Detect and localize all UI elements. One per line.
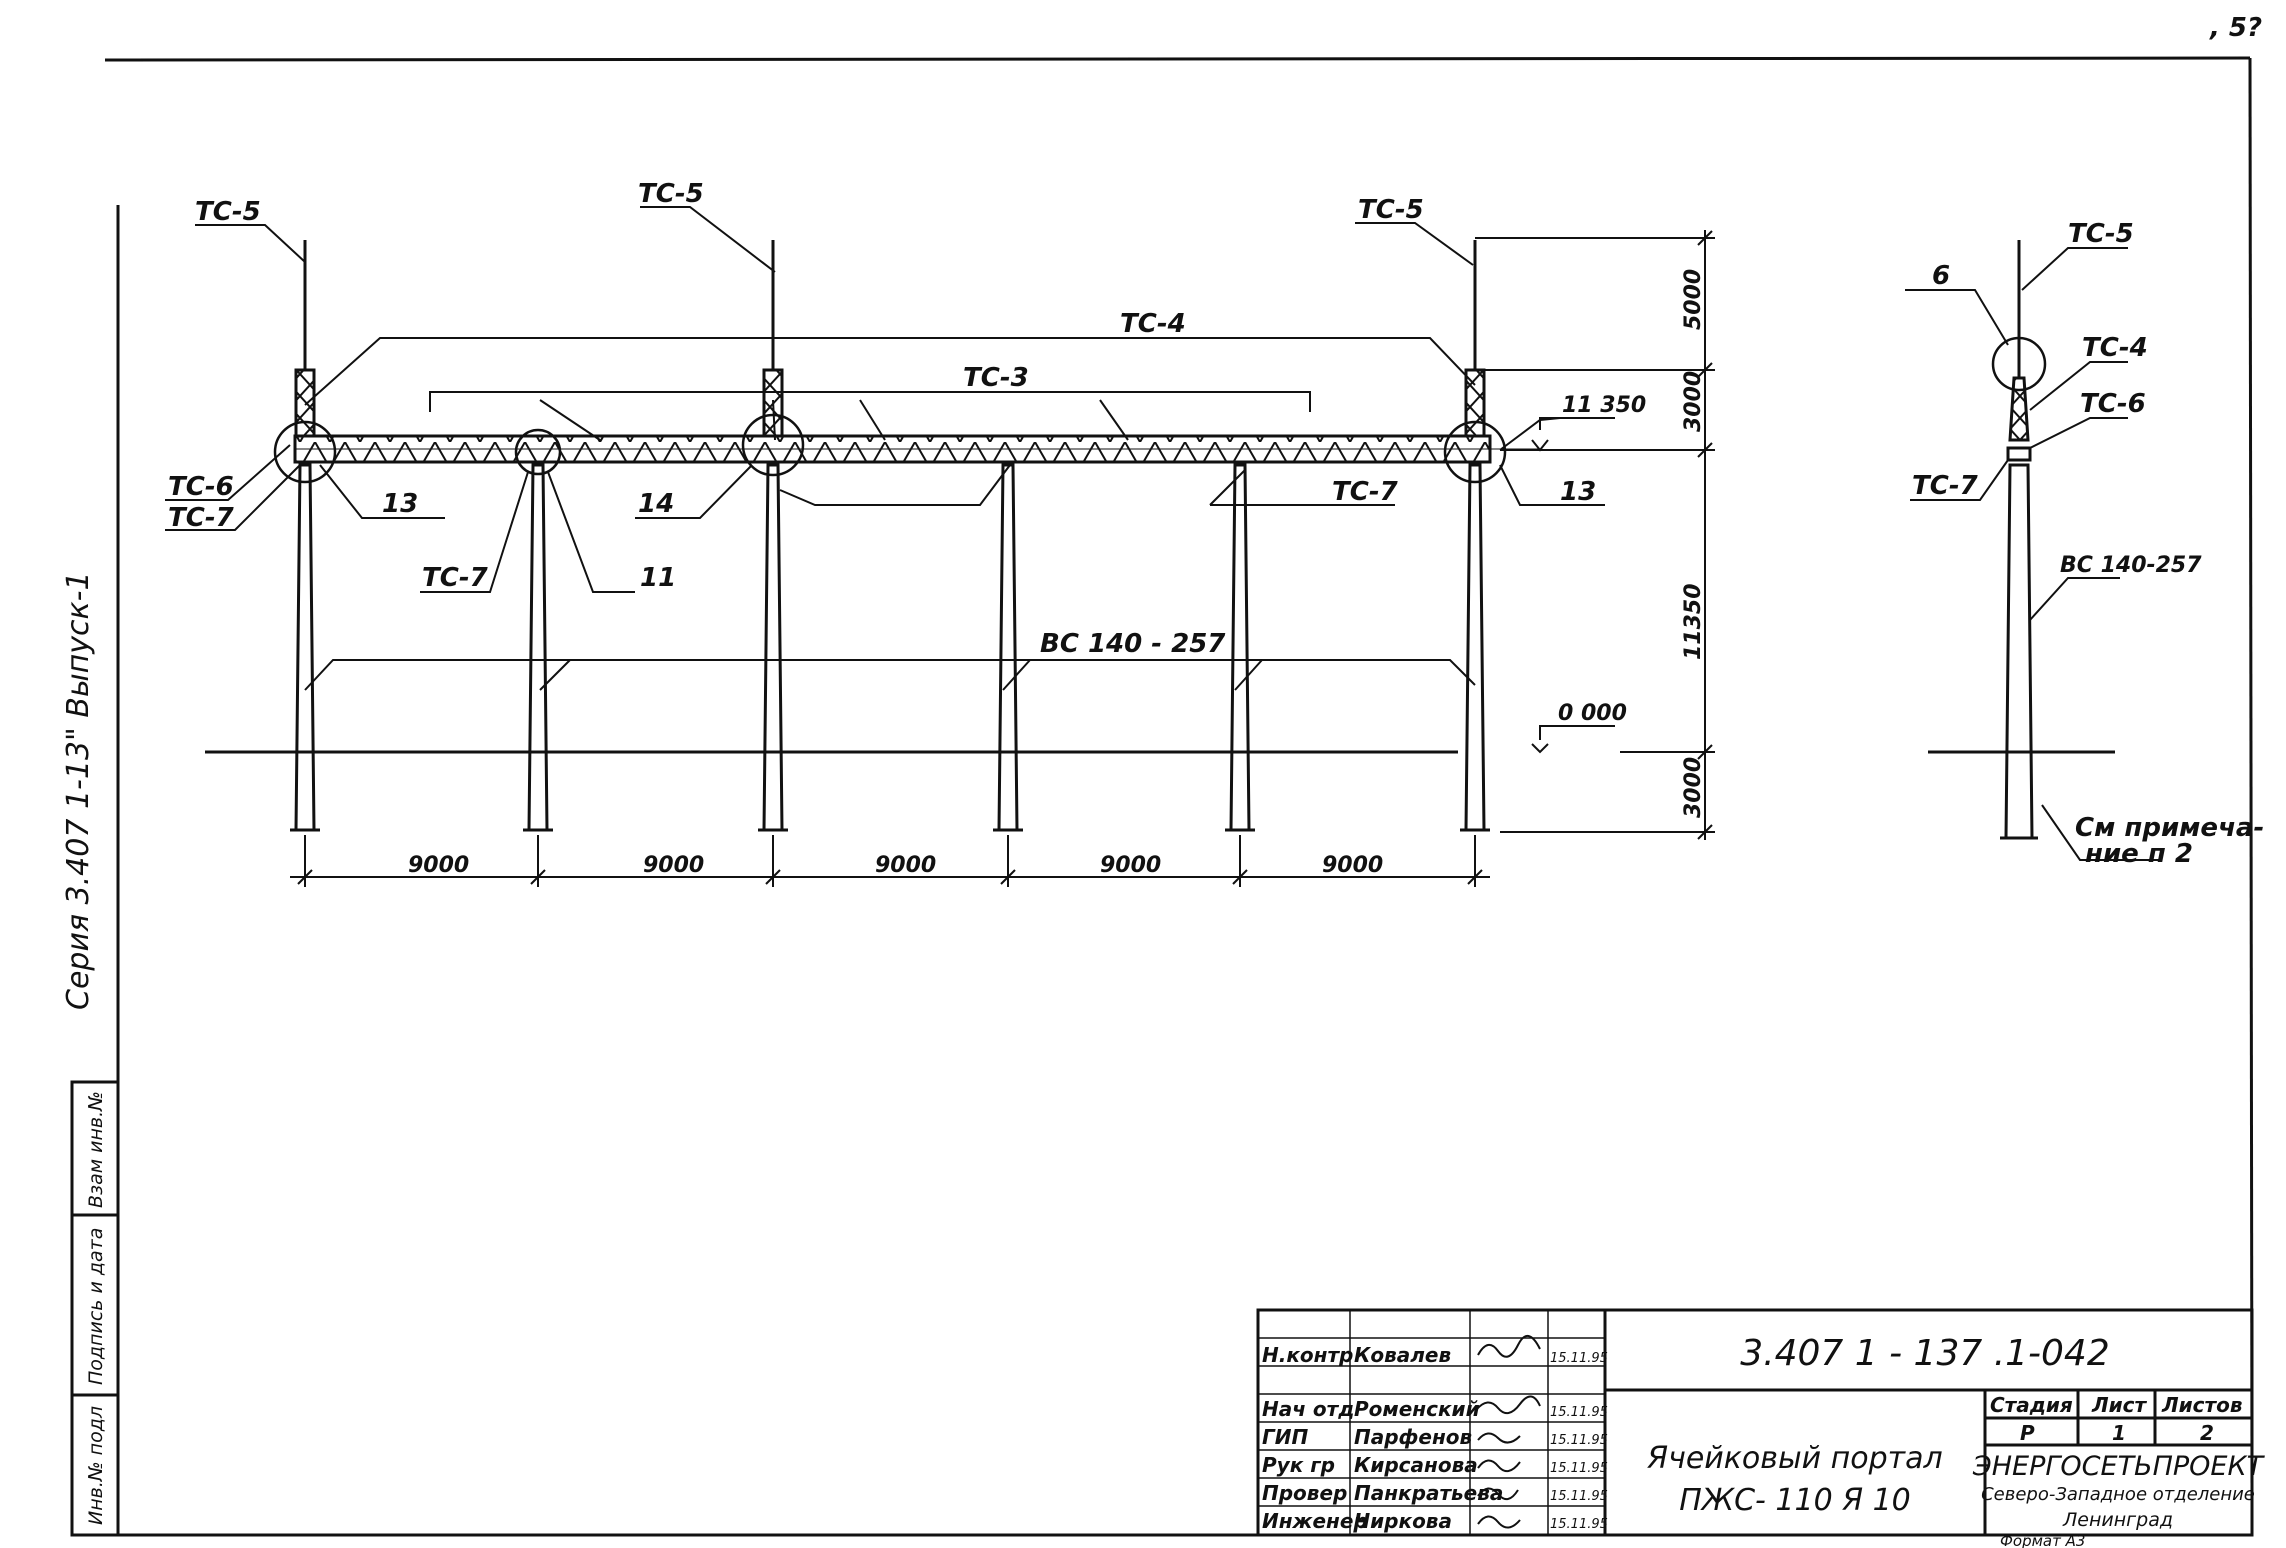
drawing-subtitle: ПЖС- 110 Я 10 bbox=[1679, 1483, 1911, 1518]
label-tc4: ТС-4 bbox=[1120, 309, 1186, 339]
tb-row-6-name: Чиркова bbox=[1354, 1509, 1452, 1533]
tb-row-1-role: Н.контр bbox=[1262, 1343, 1353, 1367]
side-view: ТС-5 6 ТС-4 ТС-6 ТС-7 ВС 140-257 См прим… bbox=[1905, 219, 2264, 869]
stage-header: Стадия bbox=[1990, 1393, 2073, 1417]
side-label-tc4: ТС-4 bbox=[2082, 333, 2148, 363]
span-5: 9000 bbox=[1322, 853, 1383, 878]
stage-value: Р bbox=[2020, 1421, 2035, 1445]
label-tc5-c: ТС-5 bbox=[1358, 195, 1424, 225]
tb-row-1-date: 15.11.95 bbox=[1550, 1351, 1608, 1366]
left-stamp: Инв.№ подл Подпись и дата Взам инв.№ bbox=[70, 1080, 120, 1537]
side-mast bbox=[2008, 240, 2030, 442]
sheet-frame bbox=[104, 56, 2254, 1537]
side-note-line2: ние п 2 bbox=[2085, 839, 2193, 869]
vdim-3000-top: 3000 bbox=[1681, 371, 1706, 432]
mast-3 bbox=[1464, 240, 1486, 438]
drawing-title: Ячейковый портал bbox=[1646, 1441, 1942, 1476]
side-label-tc5: ТС-5 bbox=[2068, 219, 2134, 249]
side-label-tc6: ТС-6 bbox=[2080, 389, 2146, 419]
column-6 bbox=[1460, 463, 1490, 832]
tb-row-1-name: Ковалев bbox=[1354, 1343, 1451, 1367]
org-dept: Северо-Западное отделение bbox=[1981, 1484, 2255, 1505]
sheet-header: Лист bbox=[2091, 1393, 2147, 1417]
tb-row-4-date: 15.11.95 bbox=[1550, 1461, 1608, 1476]
leader-lines bbox=[165, 206, 1605, 593]
org-city: Ленинград bbox=[2062, 1509, 2173, 1531]
front-view: 11 350 0 000 5000 3000 11350 3000 bbox=[165, 179, 1715, 887]
label-bc: ВС 140 - 257 bbox=[1040, 629, 1226, 659]
span-1: 9000 bbox=[408, 853, 469, 878]
side-node-circle bbox=[1991, 336, 2047, 392]
mast-1 bbox=[294, 240, 316, 438]
label-tc7-c: ТС-7 bbox=[1332, 477, 1399, 507]
title-block: Н.контр Ковалев 15.11.95 Нач отд Роменск… bbox=[1256, 1308, 2266, 1537]
tb-row-4-role: Рук гр bbox=[1262, 1453, 1335, 1477]
elevation-top: 11 350 bbox=[1562, 393, 1646, 418]
elevation-ground: 0 000 bbox=[1558, 701, 1627, 726]
side-label-6: 6 bbox=[1932, 261, 1950, 291]
column-5 bbox=[1225, 463, 1255, 832]
tb-row-2-date: 15.11.95 bbox=[1550, 1405, 1608, 1420]
label-tc3: ТС-3 bbox=[963, 363, 1029, 393]
tb-row-3-role: ГИП bbox=[1262, 1425, 1308, 1449]
tb-row-6-date: 15.11.95 bbox=[1550, 1517, 1608, 1532]
label-14: 14 bbox=[638, 489, 674, 519]
tb-row-5-date: 15.11.95 bbox=[1550, 1489, 1608, 1504]
tb-row-5-name: Панкратьева bbox=[1354, 1481, 1503, 1505]
tb-row-6-role: Инженер bbox=[1262, 1509, 1368, 1533]
tb-row-4-name: Кирсанова bbox=[1354, 1453, 1478, 1477]
sheet-value: 1 bbox=[2112, 1421, 2126, 1445]
label-tc5-a: ТС-5 bbox=[195, 197, 261, 227]
column-1 bbox=[290, 463, 320, 832]
label-11: 11 bbox=[640, 563, 676, 593]
label-tc7-left: ТС-7 bbox=[168, 503, 235, 533]
vdim-11350: 11350 bbox=[1681, 583, 1706, 660]
span-4: 9000 bbox=[1100, 853, 1161, 878]
stamp-vzam-inv: Взам инв.№ bbox=[85, 1091, 107, 1208]
side-label-bc: ВС 140-257 bbox=[2060, 553, 2202, 578]
sheets-value: 2 bbox=[2200, 1421, 2214, 1445]
side-leaders bbox=[1905, 247, 2160, 861]
tb-row-5-role: Провер bbox=[1262, 1481, 1347, 1505]
column-4 bbox=[993, 463, 1023, 832]
stamp-podpis-data: Подпись и дата bbox=[85, 1228, 107, 1385]
span-dimensions bbox=[290, 835, 1490, 887]
column-2 bbox=[523, 463, 553, 832]
tb-row-2-name: Роменский bbox=[1354, 1397, 1480, 1421]
signature-scribbles bbox=[1475, 1335, 1541, 1529]
label-13-left: 13 bbox=[382, 489, 418, 519]
side-label-tc7: ТС-7 bbox=[1912, 471, 1979, 501]
label-13-right: 13 bbox=[1560, 477, 1596, 507]
series-text: Серия 3.407 1-13" Выпуск-1 bbox=[61, 571, 96, 1010]
label-tc5-b: ТС-5 bbox=[638, 179, 704, 209]
tb-row-3-date: 15.11.95 bbox=[1550, 1433, 1608, 1448]
span-2: 9000 bbox=[643, 853, 704, 878]
page-number: , 5? bbox=[2209, 13, 2262, 43]
sheets-header: Листов bbox=[2161, 1393, 2242, 1417]
label-tc7-b: ТС-7 bbox=[422, 563, 489, 593]
vdim-5000: 5000 bbox=[1681, 269, 1706, 330]
column-3 bbox=[758, 463, 788, 832]
tb-row-3-name: Парфенов bbox=[1354, 1425, 1472, 1449]
org-name: ЭНЕРГОСЕТЬПРОЕКТ bbox=[1972, 1451, 2266, 1482]
vertical-dimensions bbox=[1475, 230, 1715, 840]
doc-code: 3.407 1 - 137 .1-042 bbox=[1740, 1333, 2110, 1374]
vdim-3000-bottom: 3000 bbox=[1681, 757, 1706, 818]
side-column bbox=[2000, 446, 2038, 840]
stamp-inv-podl: Инв.№ подл bbox=[85, 1406, 107, 1525]
side-note-line1: См примеча- bbox=[2075, 813, 2264, 843]
span-3: 9000 bbox=[875, 853, 936, 878]
label-tc6: ТС-6 bbox=[168, 472, 234, 502]
label-brackets bbox=[304, 337, 1476, 691]
format-label: Формат А3 bbox=[2000, 1532, 2085, 1548]
tb-row-2-role: Нач отд bbox=[1262, 1397, 1354, 1421]
